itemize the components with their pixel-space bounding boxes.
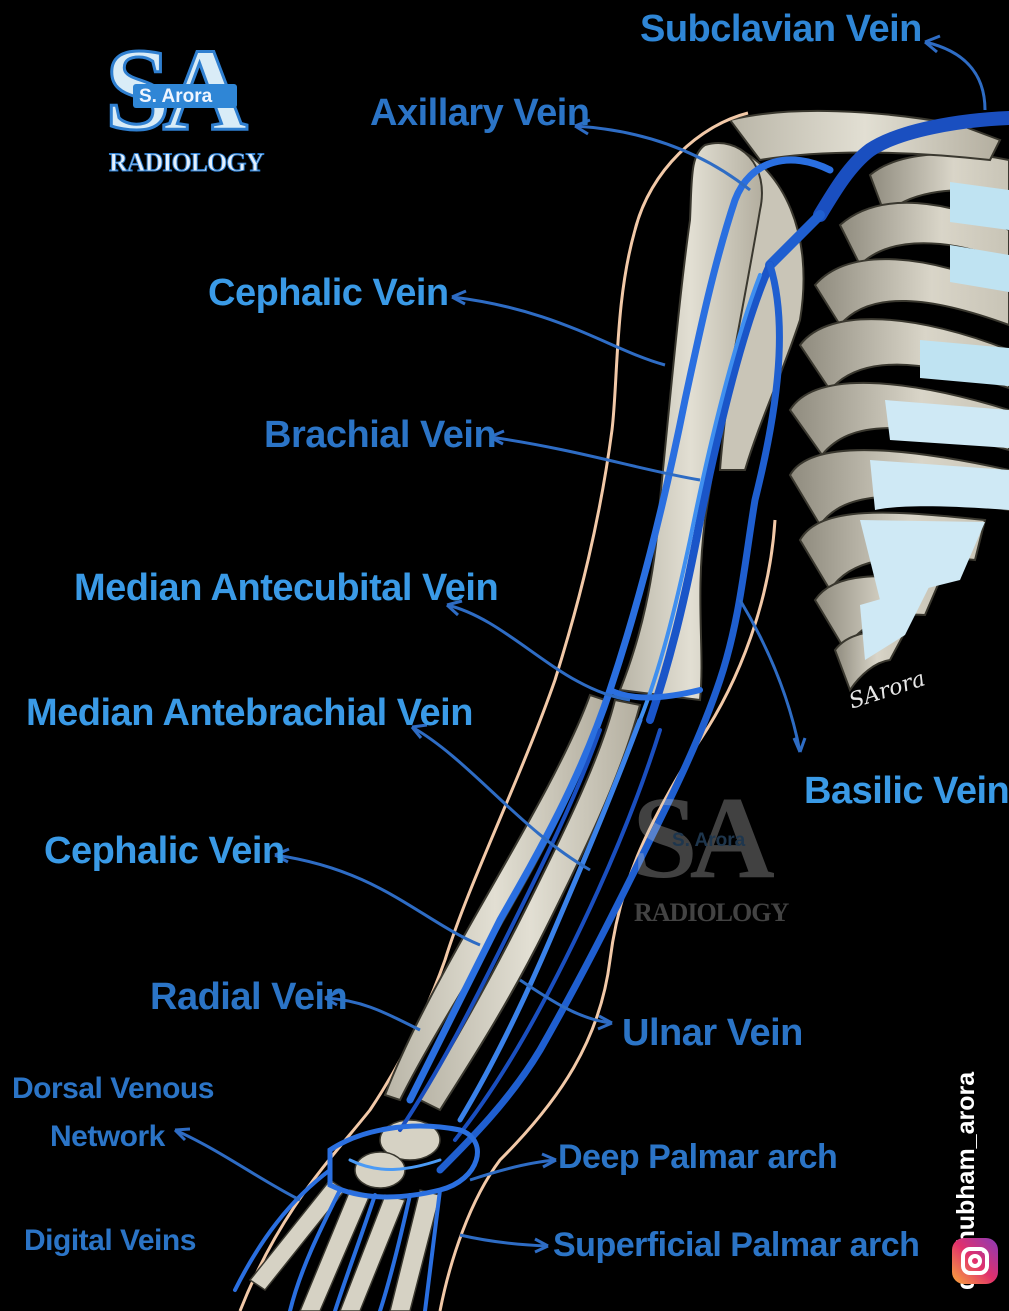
brand-logo: SA S. Arora RADIOLOGY: [105, 28, 285, 188]
logo-subtitle: RADIOLOGY: [109, 148, 263, 178]
logo-name: S. Arora: [139, 86, 212, 108]
label-dorsal-venous-line1: Dorsal Venous: [12, 1074, 214, 1104]
label-cephalic-vein-lower: Cephalic Vein: [44, 832, 285, 870]
label-median-antebrachial-vein: Median Antebrachial Vein: [26, 694, 473, 732]
ulna: [420, 700, 640, 1110]
label-subclavian-vein: Subclavian Vein: [640, 10, 922, 48]
label-ulnar-vein: Ulnar Vein: [622, 1014, 803, 1052]
radius: [385, 695, 605, 1100]
label-median-antecubital-vein: Median Antecubital Vein: [74, 569, 498, 607]
label-cephalic-vein-upper: Cephalic Vein: [208, 274, 449, 312]
label-superficial-palmar-arch: Superficial Palmar arch: [553, 1228, 919, 1262]
label-dorsal-venous-line2: Network: [50, 1122, 165, 1152]
label-deep-palmar-arch: Deep Palmar arch: [558, 1140, 837, 1174]
label-brachial-vein: Brachial Vein: [264, 416, 496, 454]
label-basilic-vein: Basilic Vein: [804, 772, 1009, 810]
watermark-name: S. Arora: [672, 830, 745, 852]
label-digital-veins: Digital Veins: [24, 1226, 196, 1256]
watermark: SA S. Arora RADIOLOGY: [632, 770, 822, 940]
instagram-icon: [952, 1238, 998, 1284]
rib-cage: [790, 154, 1009, 690]
label-radial-vein: Radial Vein: [150, 978, 347, 1016]
label-axillary-vein: Axillary Vein: [370, 94, 590, 132]
watermark-subtitle: RADIOLOGY: [634, 898, 788, 928]
